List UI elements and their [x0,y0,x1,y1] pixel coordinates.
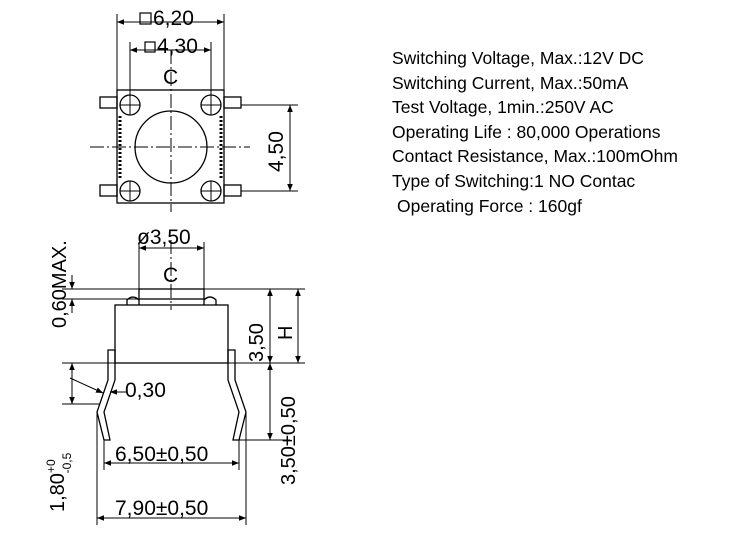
top-view [90,12,298,212]
spec-switching-voltage: Switching Voltage, Max.:12V DC [392,48,644,68]
side-centerline-symbol: C [163,264,178,287]
dim-lead-length-right-label: 3,50±0,50 [278,396,300,485]
spec-switching-current: Switching Current, Max.:50mA [392,72,629,93]
spec-contact-resistance: Contact Resistance, Max.:100mOhm [392,146,678,167]
spec-operating-force: Operating Force : 160gf [397,195,582,216]
dim-inner-label: 4,30 [157,35,198,58]
dim-max-label: 0,60MAX. [49,240,71,328]
dim-lead-thickness-label: 0,30 [125,379,166,402]
dim-plunger-label: ø3,50 [137,226,191,249]
spec-test-voltage: Test Voltage, 1min.:250V AC [392,97,614,118]
centerline-symbol: C [163,66,178,89]
dim-body-label: 3,50 [246,323,268,362]
dim-outer-width-label: 7,90±0,50 [115,497,208,520]
dim-outer-label: 6,20 [153,7,194,30]
dim-inner-width-label: 6,50±0,50 [115,443,208,466]
tolerance-sub: -0,5 [60,452,74,473]
dim-h-label: H [275,326,297,340]
dim-height-label: 4,50 [265,131,288,172]
spec-list: Switching Voltage, Max.:12V DC Switching… [392,46,678,218]
side-view [62,240,305,525]
dim-lead-length-left-label: 1,80+0-0,5 [44,452,74,512]
tolerance-sup: +0 [44,459,58,473]
spec-operating-life: Operating Life : 80,000 Operations [392,121,661,142]
spec-switching-type: Type of Switching:1 NO Contac [392,170,636,191]
side-body [114,304,229,364]
